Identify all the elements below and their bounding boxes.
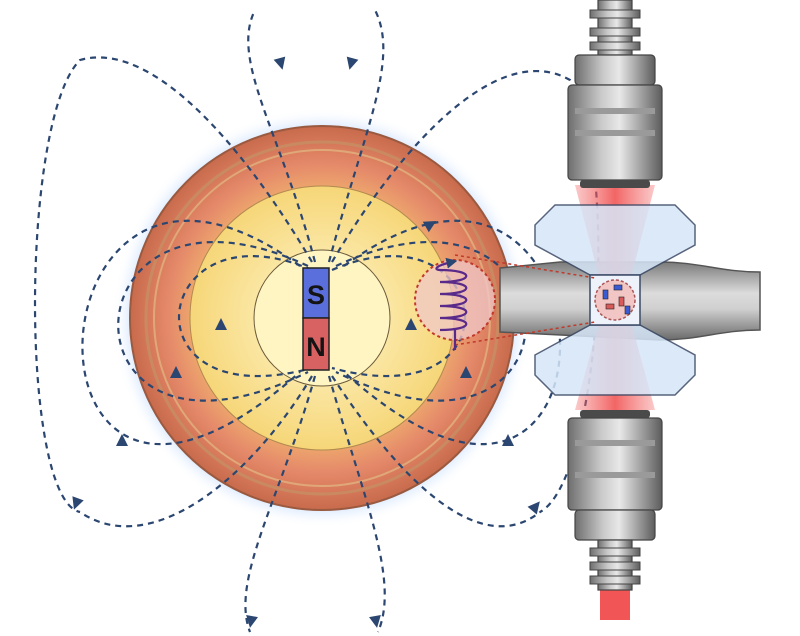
magnet-south-label: S xyxy=(307,280,325,310)
field-line xyxy=(335,241,527,402)
field-line xyxy=(177,255,313,378)
spring-icon xyxy=(439,268,468,332)
particle xyxy=(602,289,609,300)
particle xyxy=(613,284,623,291)
arrow-icon xyxy=(422,221,437,233)
field-line xyxy=(331,255,467,378)
crystal-chamber xyxy=(534,204,696,396)
field-line xyxy=(81,219,301,446)
magnet-north-label: N xyxy=(306,332,326,362)
arrow-icon xyxy=(346,56,359,70)
field-line xyxy=(331,375,541,528)
particle xyxy=(618,296,625,307)
magnet-south-pole xyxy=(302,267,330,319)
field-line xyxy=(247,9,317,263)
arrow-icon xyxy=(273,56,286,70)
arrow-icon xyxy=(246,615,258,628)
arrow-icon xyxy=(460,366,472,378)
field-line xyxy=(244,375,317,633)
arrow-icon xyxy=(170,366,182,378)
bar-magnet: S N xyxy=(302,267,330,371)
arrow-icon xyxy=(502,434,514,446)
particle xyxy=(605,303,615,310)
zoom-callout xyxy=(414,254,596,350)
arrow-icon xyxy=(527,501,540,515)
magnet-north-pole xyxy=(302,317,330,371)
laser-source xyxy=(600,590,630,620)
field-line xyxy=(79,375,313,528)
arrow-icon xyxy=(215,318,227,330)
arrow-icon xyxy=(72,496,84,510)
field-line xyxy=(327,9,385,263)
arrow-icon xyxy=(369,615,381,628)
earth-mantle-boundary xyxy=(144,140,500,496)
arrow-icon xyxy=(405,318,417,330)
detector-top xyxy=(567,0,663,188)
particle xyxy=(624,305,631,315)
field-line xyxy=(33,56,313,514)
field-line xyxy=(117,241,309,402)
arrow-icon xyxy=(116,434,128,446)
field-arrows xyxy=(72,56,540,628)
field-line xyxy=(327,375,386,633)
detector-bottom xyxy=(567,410,663,591)
